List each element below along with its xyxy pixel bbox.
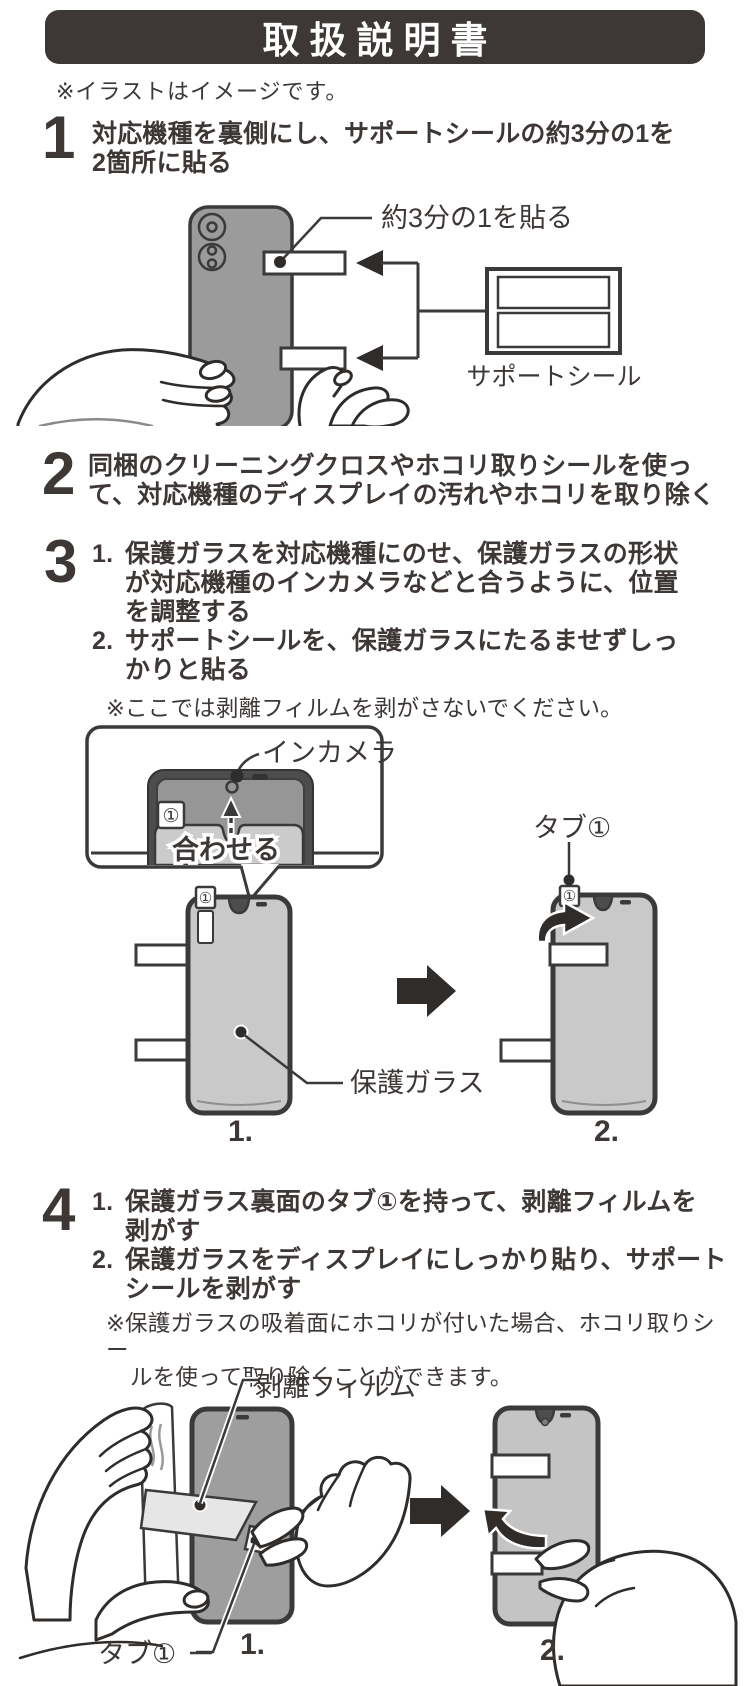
tab1-dot xyxy=(563,874,575,886)
holding-hands-illustration xyxy=(16,348,410,426)
step4-i2-l1: 保護ガラスをディスプレイにしっかり貼り、サポート xyxy=(125,1246,727,1274)
hands-illustration xyxy=(18,1406,412,1660)
callout-zoom-content: ① xyxy=(91,769,379,865)
earpiece-icon xyxy=(236,1415,249,1420)
step3-note: ※ここでは剥離フィルムを剥がさないでください。 xyxy=(106,696,623,721)
seal-sheet-diagram xyxy=(485,267,622,355)
step3-number: 3 xyxy=(44,528,78,595)
step2-number: 2 xyxy=(42,440,76,507)
step2-line1: 同梱のクリーニングクロスやホコリ取りシールを使っ xyxy=(88,452,693,480)
leader-dot xyxy=(274,256,286,268)
tab1-label: タブ① xyxy=(98,1639,176,1669)
step4-i1-l1: 保護ガラス裏面のタブ①を持って、剥離フィルムを xyxy=(125,1188,697,1216)
seal-left-bottom xyxy=(499,1038,559,1063)
fig2-caption: 2. xyxy=(594,1115,619,1148)
step1-line2: 2箇所に貼る xyxy=(92,149,233,177)
step2-line2: て、対応機種のディスプレイの汚れやホコリを取り除く xyxy=(88,481,716,509)
peeling-film-illustration xyxy=(18,1377,412,1660)
step3-i1-l2: が対応機種のインカメラなどと合うように、位置 xyxy=(125,569,679,597)
step1-number: 1 xyxy=(42,104,76,171)
fig1-caption: 1. xyxy=(240,1628,265,1661)
phone-with-glass-fig2: ① xyxy=(499,842,658,1116)
step3-i1-l1: 保護ガラスを対応機種にのせ、保護ガラスの形状 xyxy=(125,540,679,568)
figure-step4-peel-film: タブ① 剥離フィルム 1. 2. xyxy=(18,1372,738,1686)
step4-note: ※保護ガラスの吸着面にホコリが付いた場合、ホコリ取りシー ルを使って取り除くこと… xyxy=(106,1310,732,1391)
step1-text: 対応機種を裏側にし、サポートシールの約3分の1を 2箇所に貼る xyxy=(92,120,722,178)
next-step-arrow-icon xyxy=(397,965,456,1017)
seal-left-bottom xyxy=(134,1038,194,1062)
glass-label: 保護ガラス xyxy=(350,1068,484,1098)
phone-with-glass-fig1: ① xyxy=(134,885,343,1116)
hand-illustration xyxy=(534,1539,738,1686)
film-tab xyxy=(197,910,214,944)
next-step-arrow-icon xyxy=(410,1485,470,1537)
support-seal-bottom xyxy=(279,346,347,371)
step3-item1: 1. 保護ガラスを対応機種にのせ、保護ガラスの形状 が対応機種のインカメラなどと… xyxy=(92,540,732,627)
step4-text: 1. 保護ガラス裏面のタブ①を持って、剥離フィルムを 剥がす 2. 保護ガラスを… xyxy=(92,1188,732,1391)
remove-seal-illustration xyxy=(481,1405,738,1686)
fold-over-arrow-icon xyxy=(536,899,596,944)
seal-bottom xyxy=(490,1551,544,1576)
arrow-bracket-lines xyxy=(381,261,487,360)
notch-icon xyxy=(227,898,251,915)
step3-text: 1. 保護ガラスを対応機種にのせ、保護ガラスの形状 が対応機種のインカメラなどと… xyxy=(92,540,732,722)
front-camera-icon xyxy=(540,1417,550,1427)
align-label: 合わせる xyxy=(172,834,280,865)
front-camera-icon xyxy=(225,780,239,794)
release-film-lifting xyxy=(139,1488,258,1542)
fig1-caption: 1. xyxy=(228,1115,253,1148)
tab1-label: タブ① xyxy=(533,813,611,843)
seal-top xyxy=(490,1453,551,1479)
step4-i1-l2: 剥がす xyxy=(125,1217,201,1245)
step3-i2-l2: かりと貼る xyxy=(125,656,252,684)
disclaimer-note: ※イラストはイメージです。 xyxy=(56,79,349,104)
figure-step1-apply-seals: サポートシール 約3分の1を貼る xyxy=(16,203,642,426)
step4-note-l1: ※保護ガラスの吸着面にホコリが付いた場合、ホコリ取りシー xyxy=(106,1311,715,1363)
item-marker: 2. xyxy=(92,1246,114,1274)
item-marker: 1. xyxy=(92,1188,114,1216)
film-curl-lines xyxy=(149,1423,164,1471)
incamera-label: インカメラ xyxy=(262,738,397,768)
seal-folded-on-glass xyxy=(548,942,609,967)
film-leader xyxy=(198,1378,258,1504)
step4-note-l2: ルを使って取り除くことができます。 xyxy=(130,1365,513,1390)
step4-item2: 2. 保護ガラスをディスプレイにしっかり貼り、サポート シールを剥がす xyxy=(92,1246,732,1304)
glass-leader xyxy=(242,1033,343,1085)
step4-item1: 1. 保護ガラス裏面のタブ①を持って、剥離フィルムを 剥がす xyxy=(92,1188,732,1246)
title-banner: 取扱説明書 xyxy=(45,10,705,64)
notch-icon xyxy=(592,896,614,912)
peel-back-arrow-icon xyxy=(481,1507,548,1550)
seal-left-top xyxy=(134,943,194,967)
svg-text:①: ① xyxy=(563,888,576,905)
step1-line1: 対応機種を裏側にし、サポートシールの約3分の1を xyxy=(92,120,675,148)
support-seal-label: サポートシール xyxy=(466,363,641,391)
tab1-sticker: ① xyxy=(156,800,186,830)
step2-text: 同梱のクリーニングクロスやホコリ取りシールを使っ て、対応機種のディスプレイの汚… xyxy=(88,452,728,510)
align-arrow-icon xyxy=(220,795,242,853)
earpiece-icon xyxy=(252,774,268,780)
svg-text:①: ① xyxy=(199,890,212,907)
step3-item2: 2. サポートシールを、保護ガラスにたるませずしっ かりと貼る xyxy=(92,627,732,685)
tab1-sticker: ① xyxy=(194,885,217,910)
camera-lenses-icon xyxy=(197,212,227,272)
transfer-arrows xyxy=(356,250,383,371)
item-marker: 2. xyxy=(92,627,114,655)
step3-i1-l3: を調整する xyxy=(125,598,252,626)
speaker-icon xyxy=(256,902,267,907)
leader-line-third xyxy=(279,216,372,263)
figure-step3-position-glass: ① インカメラ 合わせる ① xyxy=(85,725,658,1148)
step4-i2-l2: シールを剥がす xyxy=(125,1275,302,1303)
step3-i2-l1: サポートシールを、保護ガラスにたるませずしっ xyxy=(125,627,679,655)
svg-text:①: ① xyxy=(162,806,179,827)
page-title: 取扱説明書 xyxy=(262,20,498,61)
callout-box xyxy=(85,725,384,869)
step4-number: 4 xyxy=(42,1176,76,1243)
item-marker: 1. xyxy=(92,540,114,568)
fig2-caption: 2. xyxy=(540,1634,565,1667)
one-third-label: 約3分の1を貼る xyxy=(381,203,573,233)
incamera-dot xyxy=(230,769,244,783)
film-label: 剥離フィルム xyxy=(255,1372,416,1402)
speaker-icon xyxy=(560,1413,571,1418)
speaker-icon xyxy=(620,900,631,905)
